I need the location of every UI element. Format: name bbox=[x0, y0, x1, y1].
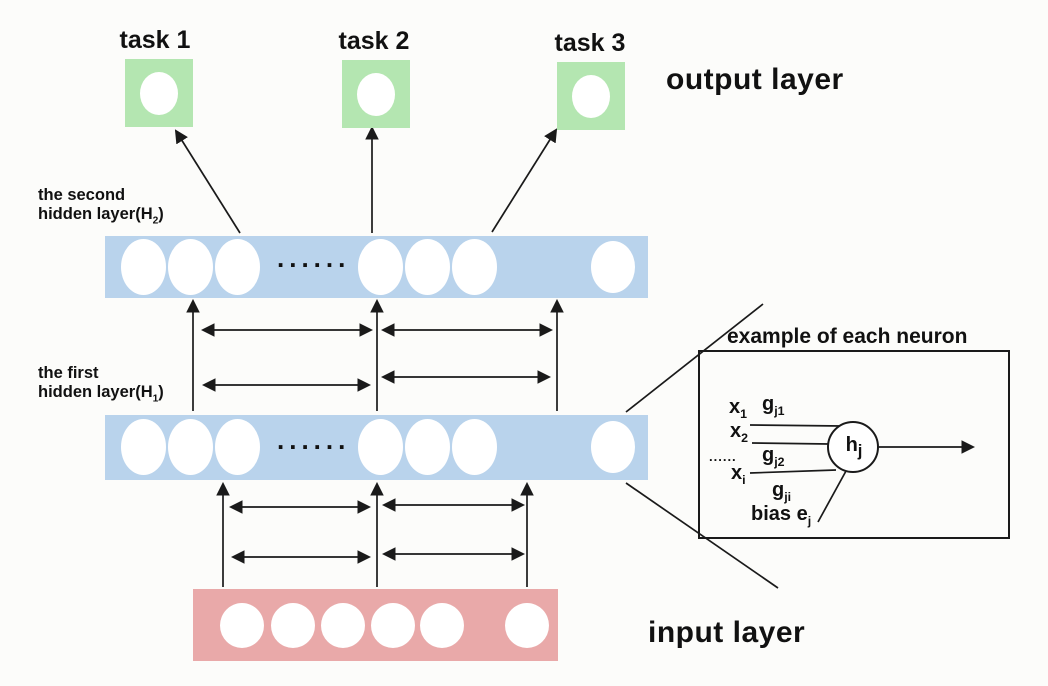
gj1-subscript: j1 bbox=[774, 404, 785, 418]
xi-subscript: i bbox=[742, 473, 746, 487]
gji-symbol: g bbox=[772, 479, 785, 501]
bias-subscript: j bbox=[807, 514, 812, 528]
task3-neuron-node bbox=[572, 75, 610, 118]
input-node bbox=[505, 603, 549, 648]
task2-label: task 2 bbox=[338, 27, 410, 55]
gji-subscript: ji bbox=[784, 490, 792, 504]
h1-node bbox=[452, 419, 497, 475]
h2-node bbox=[452, 239, 497, 295]
inset-gj2-label: gj2 bbox=[762, 444, 785, 469]
hidden-layer-2-bar bbox=[105, 236, 648, 298]
arrow-h2-to-task1 bbox=[174, 129, 241, 234]
inset-gji-label: gji bbox=[772, 479, 791, 504]
x2-subscript: 2 bbox=[741, 431, 749, 445]
inset-x2-label: x2 bbox=[730, 420, 748, 445]
hidden-layer-1-subscript: 1 bbox=[152, 393, 159, 405]
inset-fan-line-bottom bbox=[625, 482, 779, 589]
input-layer-label: input layer bbox=[648, 616, 806, 649]
inset-xi-label: xi bbox=[731, 462, 746, 487]
input-node bbox=[271, 603, 315, 648]
hidden-layer-1-label-line1: the first bbox=[38, 364, 99, 382]
hidden-layer-2-label-line2: hidden layer(H bbox=[38, 205, 153, 224]
input-node bbox=[420, 603, 464, 648]
gj2-symbol: g bbox=[762, 444, 775, 466]
h2-ellipsis-dots: ...... bbox=[277, 243, 351, 273]
hidden-layer-1-label: the first hidden layer(H1) bbox=[38, 364, 164, 406]
hj-subscript: j bbox=[857, 441, 863, 460]
h2-node bbox=[168, 239, 213, 295]
x1-subscript: 1 bbox=[740, 407, 748, 421]
input-node bbox=[220, 603, 264, 648]
input-node bbox=[321, 603, 365, 648]
task3-label: task 3 bbox=[554, 29, 626, 57]
h1-node bbox=[591, 421, 635, 473]
h2-node bbox=[215, 239, 260, 295]
inset-bias-label: bias ej bbox=[751, 503, 811, 528]
h1-node bbox=[121, 419, 166, 475]
hidden-layer-2-label-line1: the second bbox=[38, 186, 126, 204]
hidden-layer-1-label-close: ) bbox=[158, 383, 164, 402]
inset-hj-label: hj bbox=[839, 434, 869, 461]
xi-symbol: x bbox=[731, 462, 743, 484]
x2-symbol: x bbox=[730, 420, 742, 442]
x1-symbol: x bbox=[729, 396, 741, 418]
inset-gj1-label: gj1 bbox=[762, 393, 785, 418]
inset-bias-line bbox=[817, 470, 847, 523]
h1-node bbox=[405, 419, 450, 475]
gj2-subscript: j2 bbox=[774, 455, 785, 469]
task2-neuron-node bbox=[357, 73, 395, 116]
task1-output-box bbox=[125, 59, 193, 127]
inset-input-line-1 bbox=[749, 424, 843, 427]
gj1-symbol: g bbox=[762, 393, 775, 415]
neuron-example-title: example of each neuron bbox=[727, 325, 968, 348]
hidden-layer-1-label-line2: hidden layer(H bbox=[38, 383, 153, 402]
task2-output-box bbox=[342, 60, 410, 128]
task3-output-box bbox=[557, 62, 625, 130]
hidden-layer-2-label: the second hidden layer(H2) bbox=[38, 186, 164, 228]
h2-node bbox=[358, 239, 403, 295]
hj-symbol: h bbox=[845, 434, 858, 456]
hidden-layer-1-bar bbox=[105, 415, 648, 480]
input-node bbox=[371, 603, 415, 648]
h2-node bbox=[591, 241, 635, 293]
inset-ellipsis-dots: ...... bbox=[709, 449, 737, 464]
task1-neuron-node bbox=[140, 72, 178, 115]
h1-node bbox=[358, 419, 403, 475]
arrow-h2-to-task3 bbox=[491, 128, 558, 233]
h2-node bbox=[405, 239, 450, 295]
h1-ellipsis-dots: ...... bbox=[277, 425, 351, 455]
output-layer-label: output layer bbox=[666, 63, 844, 96]
hidden-layer-2-subscript: 2 bbox=[152, 215, 159, 227]
input-layer-bar bbox=[193, 589, 558, 661]
task1-label: task 1 bbox=[119, 26, 191, 54]
h1-node bbox=[215, 419, 260, 475]
h2-node bbox=[121, 239, 166, 295]
bias-symbol: bias e bbox=[751, 503, 808, 525]
h1-node bbox=[168, 419, 213, 475]
hidden-layer-2-label-close: ) bbox=[158, 205, 164, 224]
inset-x1-label: x1 bbox=[729, 396, 747, 421]
inset-input-line-3 bbox=[749, 469, 837, 474]
